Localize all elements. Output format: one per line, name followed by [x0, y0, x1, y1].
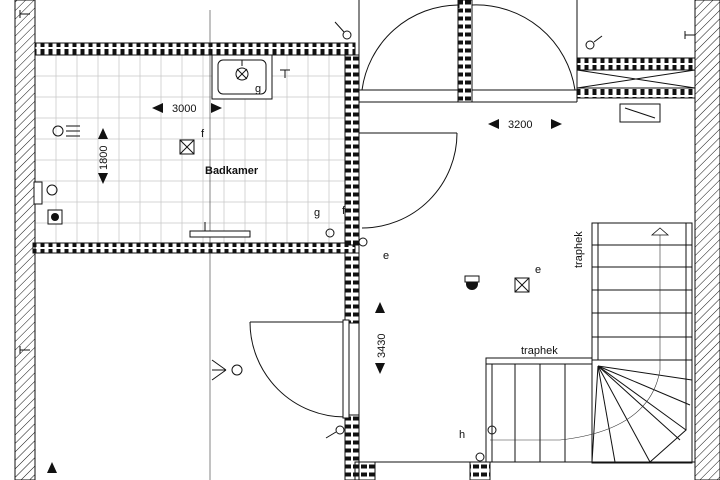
doors: [249, 4, 576, 419]
symbol-h-stair: h: [459, 429, 465, 441]
dim-bath-height: 1800: [98, 146, 110, 170]
stair-label-horizontal: traphek: [521, 345, 558, 357]
dim-bath-width: 3000: [172, 103, 196, 115]
towel-rail: [189, 222, 251, 238]
staircase: [485, 222, 693, 464]
light-fixture-bath: [179, 139, 195, 155]
switch-symbols: [211, 21, 603, 462]
symbol-g-sink: g: [255, 83, 261, 95]
symbol-f-door: f: [342, 205, 346, 217]
room-label-bathroom: Badkamer: [205, 165, 259, 177]
light-fixture-hall: [514, 277, 530, 293]
symbol-e-light: e: [535, 264, 541, 276]
sink: [211, 54, 273, 100]
shower-fixtures: [33, 125, 80, 225]
symbol-f-bath: f: [201, 128, 205, 140]
bathroom-floor: [35, 55, 345, 243]
dimension-arrows: [47, 103, 562, 473]
structure-lines: [34, 0, 696, 480]
socket-symbols: [19, 10, 695, 354]
stair-label-vertical: traphek: [573, 231, 585, 268]
symbol-e-hall: e: [383, 250, 389, 262]
dim-hall-width: 3200: [508, 119, 532, 131]
symbol-g-door: g: [314, 207, 320, 219]
dim-hall-height: 3430: [376, 334, 388, 358]
